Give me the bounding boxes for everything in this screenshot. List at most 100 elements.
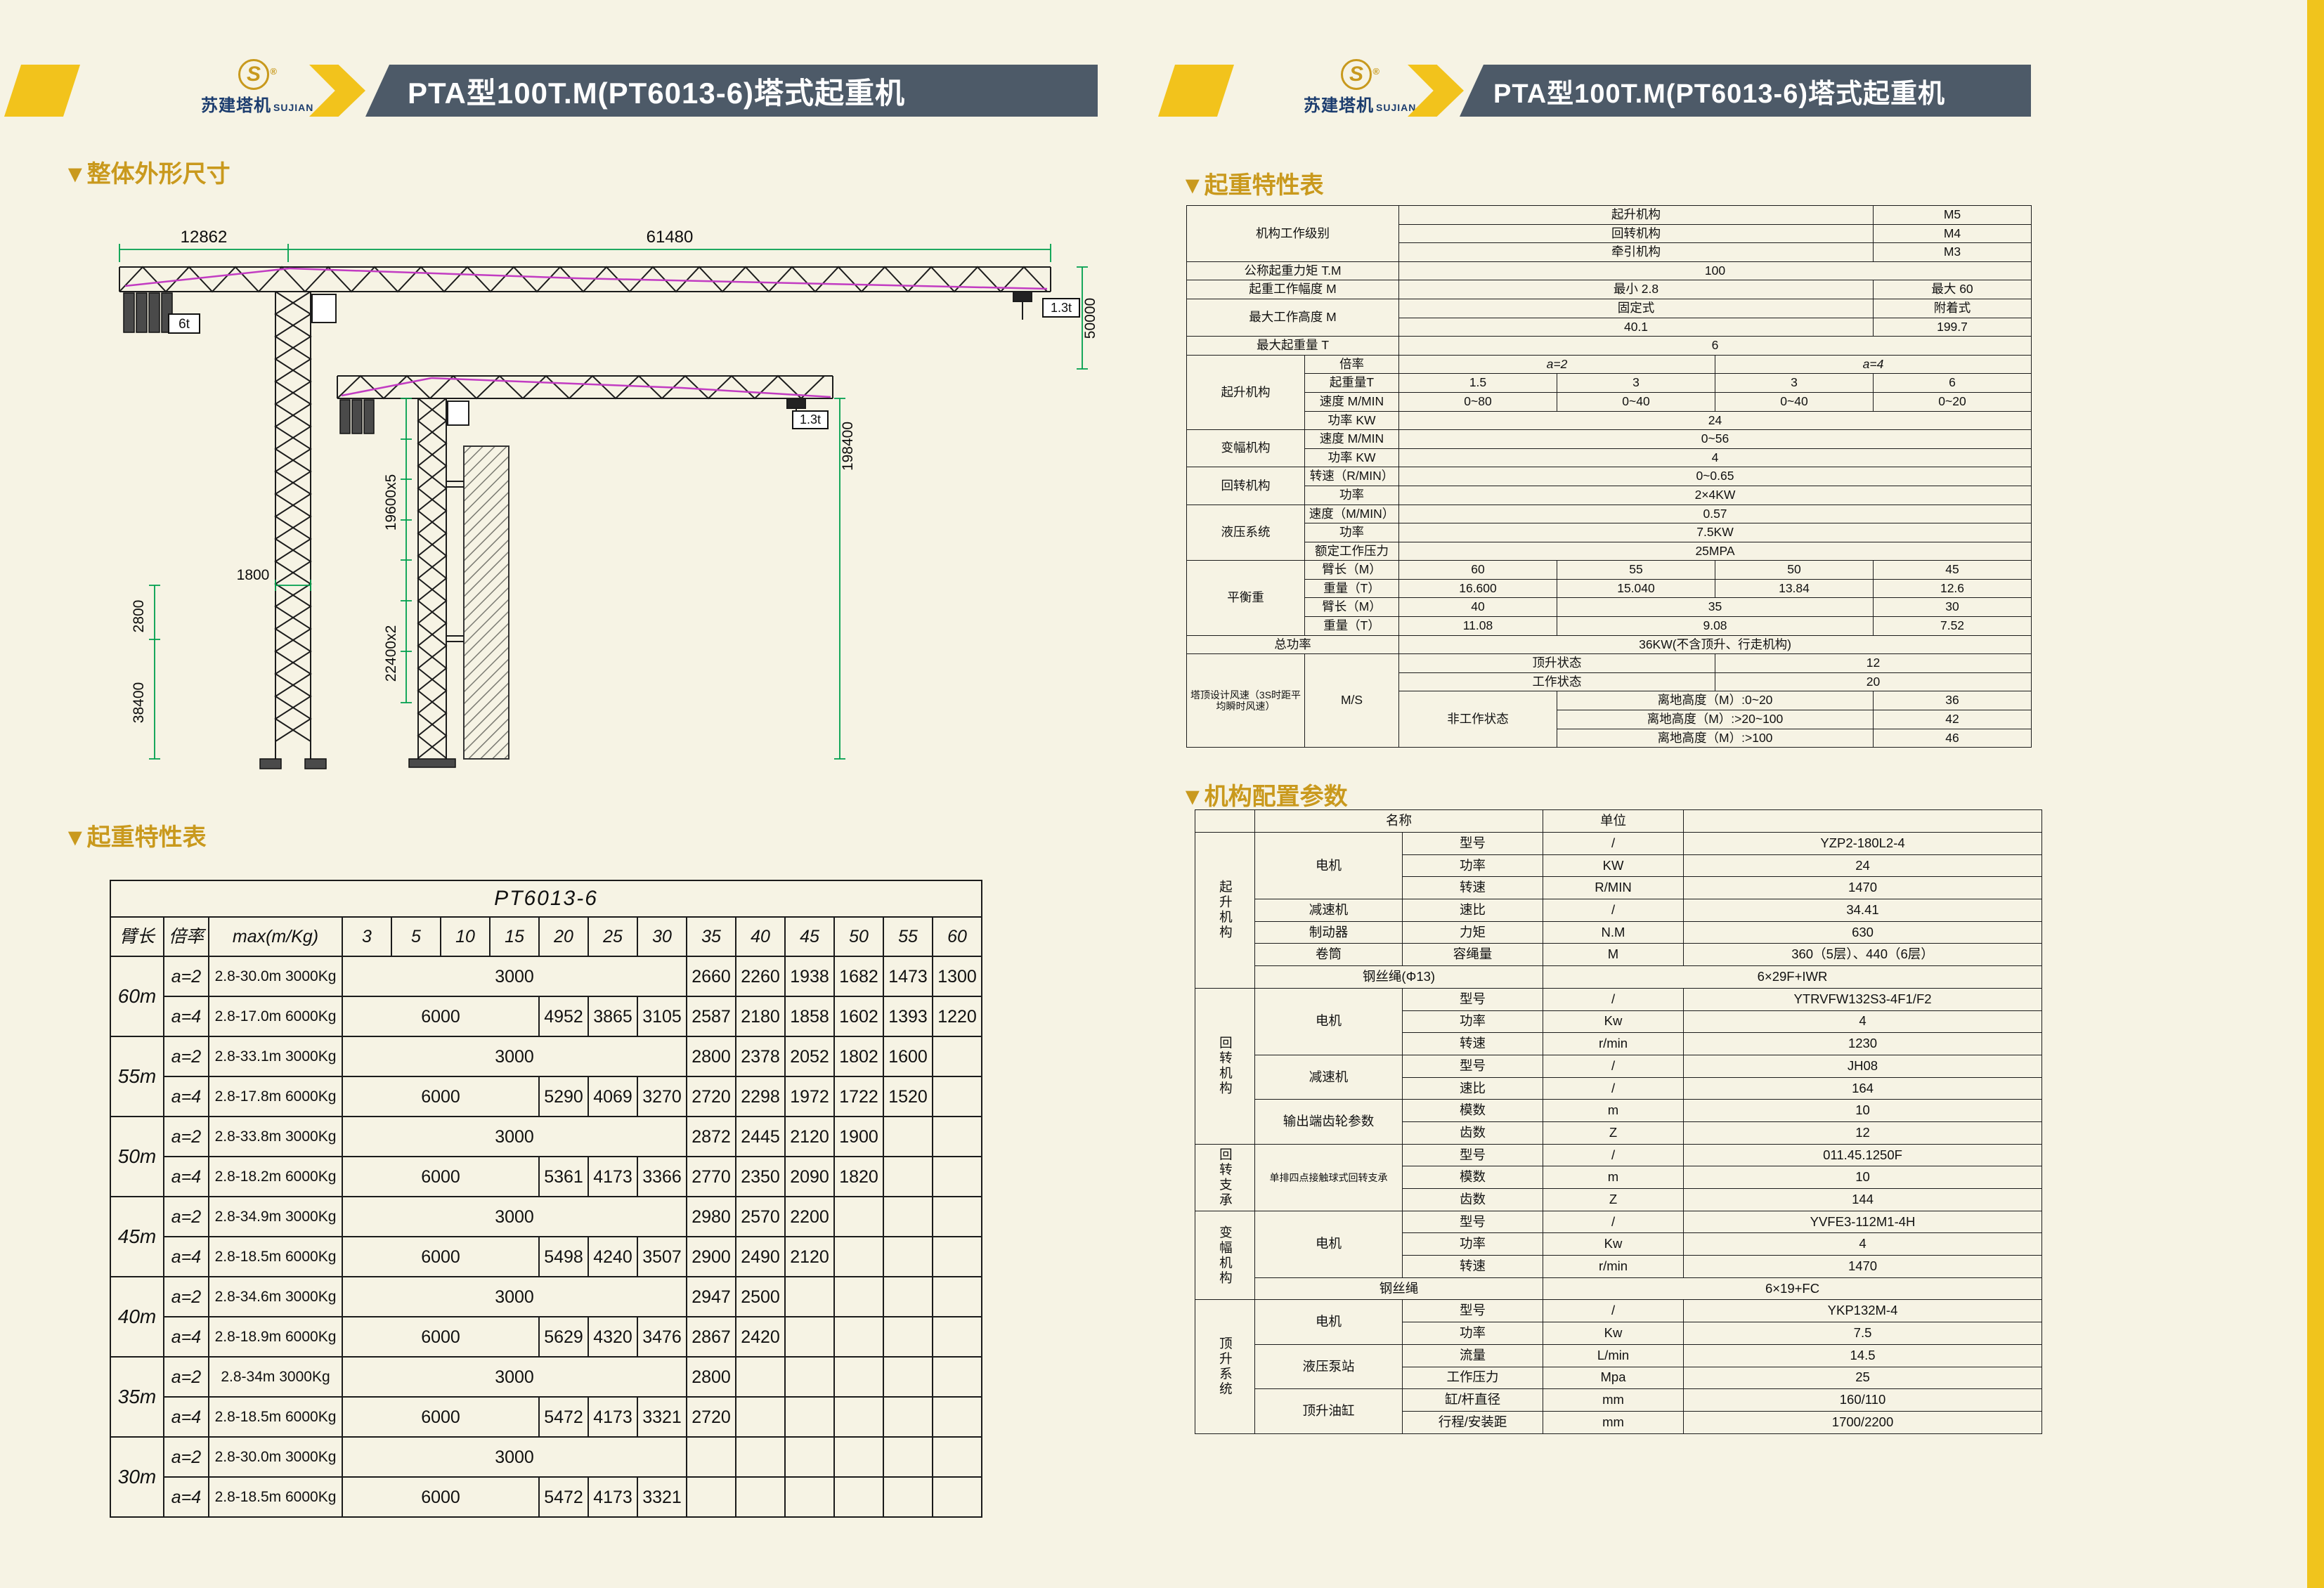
table-cell: a=4 [163,1476,209,1518]
table-cell [883,1276,933,1317]
table-cell: 4173 [588,1396,638,1438]
table-cell: 总功率 [1186,634,1399,655]
table-cell [833,1316,884,1358]
table-cell: 制动器 [1254,920,1403,944]
table-cell: 100 [1398,261,2032,281]
table-cell [932,1396,982,1438]
table-cell [735,1356,786,1398]
table-cell: 60m [110,956,164,1037]
table-cell: a=4 [1715,354,2032,375]
table-cell: 45 [1873,560,2032,580]
table-cell: 1858 [784,996,835,1037]
table-cell: Kw [1543,1232,1684,1256]
table-cell: 0~56 [1398,429,2032,449]
table-cell: 臂长 [110,916,164,957]
table-cell: 0~40 [1715,391,1874,412]
table-cell: 最大起重量 T [1186,336,1399,356]
table-cell: 附着式 [1873,298,2032,318]
table-cell: 3507 [637,1236,687,1277]
dim-mast-width: 1800 [237,567,270,583]
table-cell: M3 [1873,242,2032,262]
table-cell: 12 [1715,653,2032,673]
table-cell: 5361 [538,1156,589,1197]
table-cell: 2660 [686,956,736,997]
table-cell: 2.8-34.6m 3000Kg [208,1276,343,1317]
dimension-lines [119,244,1088,760]
table-cell: a=4 [163,996,209,1037]
table-cell: 减速机 [1254,899,1403,922]
table-cell: / [1543,987,1684,1011]
table-cell: 容绳量 [1401,943,1544,967]
table-cell: 0.57 [1398,504,2032,524]
table-cell: 2872 [686,1116,736,1157]
table-cell: 160/110 [1683,1388,2043,1412]
table-cell: 1520 [883,1076,933,1117]
table-cell: 变幅机构 [1186,429,1305,468]
table-cell: 6 [1873,373,2032,393]
table-cell: 电机 [1254,1210,1403,1278]
table-cell: 2587 [686,996,736,1037]
table-cell: 7.52 [1873,616,2032,636]
table-cell [1683,809,2043,833]
table-cell: 顶升系统 [1195,1299,1255,1434]
table-cell: 9.08 [1557,616,1874,636]
table-cell: 6×19+FC [1543,1277,2043,1301]
table-cell [883,1116,933,1157]
table-cell: 3000 [342,1116,687,1157]
registered-trademark-icon: ® [1372,66,1380,77]
table-cell: 55 [1557,560,1715,580]
table-cell: 1470 [1683,1255,2043,1278]
table-cell: 1700/2200 [1683,1410,2043,1434]
section-title-load-chart-right: ▼起重特性表 [1181,172,1324,199]
header-chevron-icon [309,65,365,117]
table-cell: 模数 [1401,1166,1544,1189]
table-cell: M5 [1873,205,2032,225]
table-cell [883,1436,933,1478]
table-cell [883,1316,933,1358]
table-cell: 2.8-30.0m 3000Kg [208,1436,343,1478]
table-cell [784,1436,835,1478]
table-cell: 缸/杆直径 [1401,1388,1544,1412]
table-cell: / [1543,1210,1684,1234]
table-cell [833,1476,884,1518]
table-cell: 7.5 [1683,1322,2043,1345]
table-cell: 齿数 [1401,1121,1544,1145]
table-cell: / [1543,1299,1684,1323]
dim-mast-sections-upper: 19600x5 [383,474,399,531]
table-cell: 固定式 [1398,298,1874,318]
dim-counter-jib-length: 12862 [181,228,228,247]
table-cell: N.M [1543,920,1684,944]
table-cell: 3865 [588,996,638,1037]
table-cell: 1820 [833,1156,884,1197]
table-cell: 0~0.65 [1398,467,2032,486]
table-cell: 5472 [538,1476,589,1518]
table-cell: 起升机构 [1398,205,1874,225]
table-cell: max(m/Kg) [208,916,343,957]
table-cell: 2.8-18.5m 6000Kg [208,1236,343,1277]
table-cell: 2052 [784,1036,835,1077]
table-cell: 2.8-33.8m 3000Kg [208,1116,343,1157]
table-cell: 2120 [784,1116,835,1157]
table-cell: 011.45.1250F [1683,1143,2043,1167]
table-cell: 5 [391,916,441,957]
table-cell: 钢丝绳(Φ13) [1254,965,1544,989]
table-cell: M [1543,943,1684,967]
header-chevron-icon [1408,65,1464,117]
table-cell: 4173 [588,1476,638,1518]
table-cell: 16.600 [1398,578,1557,599]
table-cell: 钢丝绳 [1254,1277,1544,1301]
table-cell: 2500 [735,1276,786,1317]
table-cell: 20 [1715,672,2032,692]
table-cell: Z [1543,1188,1684,1211]
table-cell: 顶升油缸 [1254,1388,1403,1434]
table-cell: M/S [1304,653,1399,748]
table-cell: 转速 [1401,1255,1544,1278]
crane-structure [119,266,1051,759]
table-cell: 型号 [1401,1054,1544,1078]
table-cell: 46 [1873,728,2032,748]
table-cell: 液压系统 [1186,504,1305,561]
table-cell: 功率 KW [1304,410,1399,431]
page-title: PTA型100T.M(PT6013-6)塔式起重机 [1493,79,1945,109]
table-cell: 重量（T） [1304,578,1399,599]
